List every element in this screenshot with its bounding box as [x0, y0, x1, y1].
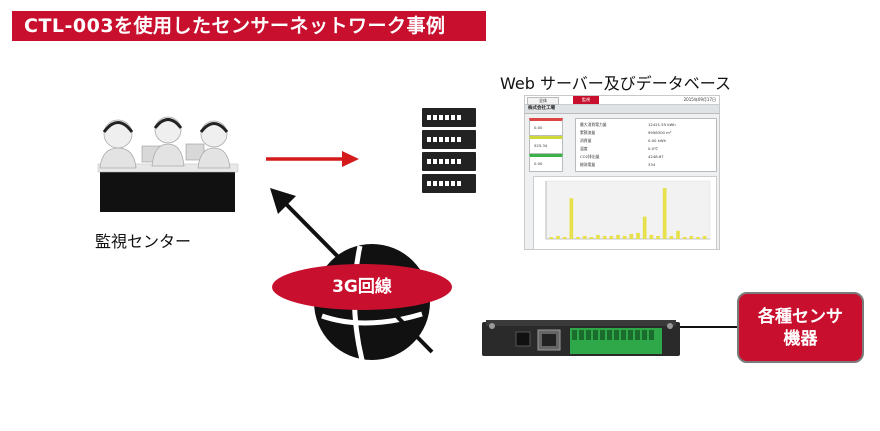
- screenshot-date: 2015年09月17日: [683, 97, 716, 102]
- person-head-icon: [200, 120, 228, 148]
- table-row-label: 最大消費電力量: [580, 122, 607, 127]
- ctl-device-illustration: [482, 320, 680, 356]
- chart-bar: [549, 236, 554, 239]
- sensor-label-line1: 各種センサ: [758, 307, 843, 327]
- screenshot-header: 全体 監視 2015年09月17日: [525, 96, 719, 105]
- screenshot-company: 株式会社工場: [528, 106, 555, 111]
- desk-shape: [100, 170, 235, 212]
- screenshot-meter-1-value: 0.00: [534, 125, 543, 130]
- table-row-value: 12421.55 kWh: [648, 122, 676, 127]
- chart-bar: [702, 235, 707, 239]
- table-row-value: 0.0℃: [648, 146, 659, 151]
- chart-bar: [589, 236, 594, 239]
- person-head-icon: [154, 116, 182, 144]
- person-head-icon: [103, 119, 133, 149]
- table-row-value: 0.00 kWh: [648, 138, 667, 143]
- chart-bar: [669, 235, 674, 239]
- page-title: CTL-003を使用したセンサーネットワーク事例: [12, 11, 486, 41]
- screenshot-meter-2-value: 525.34: [534, 143, 548, 148]
- table-row-value: 4248.67: [648, 154, 664, 159]
- screenshot-data-table: 最大消費電力量 12421.55 kWh 累積流量 9958300 m³ 消費量…: [575, 118, 717, 172]
- chart-bar: [576, 236, 580, 239]
- server-icon: [422, 108, 476, 193]
- chart-bar: [569, 198, 574, 239]
- chart-bar: [629, 233, 634, 239]
- web-dashboard-screenshot: 全体 監視 2015年09月17日 株式会社工場 0.00 525.34 0.0…: [524, 95, 720, 250]
- chart-bar: [556, 235, 560, 239]
- screenshot-bar-chart: [533, 176, 717, 250]
- table-row-value: 334: [648, 162, 656, 167]
- chart-bar: [696, 236, 700, 239]
- screenshot-meter-1: 0.00: [529, 118, 563, 136]
- sensor-connector-line: [680, 326, 738, 328]
- screenshot-meter-3: 0.00: [529, 154, 563, 172]
- table-row-label: 総発電量: [580, 162, 596, 167]
- chart-bar: [649, 234, 654, 239]
- chart-bar: [682, 236, 687, 239]
- chart-bar: [656, 235, 660, 239]
- screenshot-tab-monitor: 監視: [573, 96, 599, 104]
- call-center-illustration: [97, 116, 239, 212]
- screenshot-company-bar: 株式会社工場: [525, 105, 719, 114]
- table-row-label: 累積流量: [580, 130, 596, 135]
- chart-bar: [616, 234, 620, 239]
- screenshot-tab-overview: 全体: [527, 97, 559, 105]
- table-row-value: 9958300 m³: [648, 130, 672, 135]
- chart-bar: [662, 188, 667, 239]
- table-row-label: CO2排出量: [580, 154, 600, 159]
- network-3g-badge: 3G回線: [272, 264, 452, 310]
- table-row-label: 温度: [580, 146, 588, 151]
- data-flow-arrow: [266, 151, 359, 167]
- chart-bar: [582, 235, 587, 239]
- sensor-label-line2: 機器: [783, 329, 818, 349]
- chart-bar: [602, 235, 607, 239]
- monitoring-center-label: 監視センター: [95, 232, 192, 251]
- chart-bar: [676, 230, 680, 239]
- sensor-devices-box: 各種センサ 機器: [737, 292, 864, 363]
- table-row-label: 消費量: [580, 138, 592, 143]
- screenshot-meter-2: 525.34: [529, 136, 563, 154]
- chart-bar: [642, 216, 647, 239]
- web-server-label: Web サーバー及びデータベース: [500, 74, 732, 93]
- chart-bar: [689, 235, 694, 239]
- chart-bar: [562, 236, 567, 239]
- chart-bar: [622, 235, 627, 239]
- screenshot-meter-3-value: 0.00: [534, 161, 543, 166]
- chart-bar: [609, 235, 614, 239]
- bar-chart-svg: [545, 180, 711, 240]
- chart-bar: [636, 232, 640, 239]
- chart-bar: [596, 234, 600, 239]
